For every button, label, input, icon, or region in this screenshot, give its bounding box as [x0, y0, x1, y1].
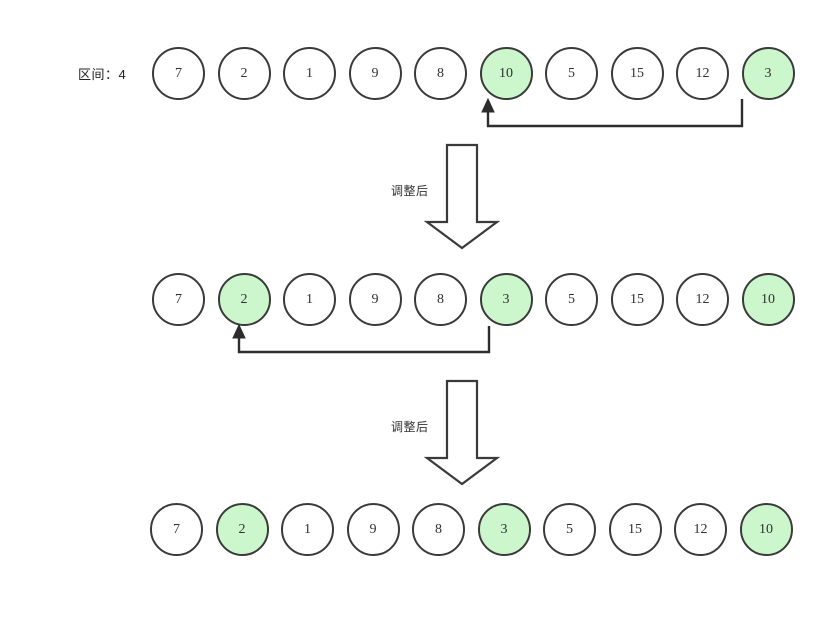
array-node: 2: [217, 273, 271, 326]
array-node: 15: [608, 503, 662, 556]
step-label-2: 调整后: [391, 420, 429, 434]
array-node: 9: [348, 47, 402, 100]
swap-connector-row-2: [232, 323, 491, 354]
array-node: 7: [152, 273, 205, 326]
array-node: 15: [610, 47, 664, 100]
array-node: 1: [281, 503, 334, 556]
array-node: 7: [150, 503, 203, 556]
array-node: 2: [217, 47, 271, 100]
array-node: 8: [414, 273, 467, 326]
transition-arrow-2-icon: [423, 379, 501, 486]
array-node: 15: [610, 273, 664, 326]
array-node: 10: [741, 273, 795, 326]
array-node: 5: [545, 273, 598, 326]
swap-arrowhead-row-2: [232, 323, 246, 339]
array-node: 3: [477, 503, 531, 556]
array-node: 10: [479, 47, 533, 100]
transition-arrow-1-icon: [423, 143, 501, 250]
array-node: 7: [152, 47, 205, 100]
array-node: 3: [479, 273, 533, 326]
swap-connector-row-1: [481, 97, 744, 128]
array-node: 1: [283, 273, 336, 326]
array-node: 9: [348, 273, 402, 326]
array-node: 1: [283, 47, 336, 100]
array-node: 8: [412, 503, 465, 556]
step-label-1: 调整后: [391, 184, 429, 198]
array-node: 5: [543, 503, 596, 556]
array-node: 12: [676, 273, 729, 326]
array-node: 12: [676, 47, 729, 100]
swap-path-row-1: [486, 99, 744, 128]
array-node: 12: [674, 503, 727, 556]
array-node: 2: [215, 503, 269, 556]
array-node: 8: [414, 47, 467, 100]
swap-path-row-2: [237, 326, 491, 354]
array-node: 10: [739, 503, 793, 556]
array-node: 3: [741, 47, 795, 100]
array-node: 9: [346, 503, 400, 556]
array-node: 5: [545, 47, 598, 100]
range-label: 区间：4: [78, 67, 127, 82]
swap-arrowhead-row-1: [481, 97, 495, 113]
